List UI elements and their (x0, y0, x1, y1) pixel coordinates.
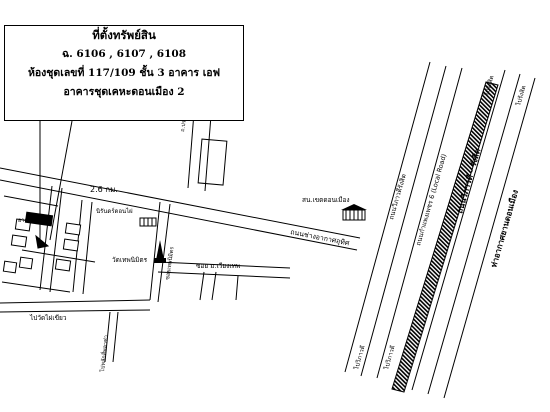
lower-roads (0, 201, 291, 363)
police-station-label: สน.เขตดอนเมือง (302, 196, 350, 204)
bottom-road-label: ไปวัดไผ่เขียว (29, 314, 67, 322)
vibhavadi-road (344, 61, 463, 379)
small-building-icon (139, 217, 157, 227)
temple-icon (154, 240, 166, 263)
highway-lanes (411, 69, 536, 399)
rail-label-1: ถนนวิภาวดีรังสิต (387, 173, 408, 221)
housing-area-roads (1, 185, 96, 295)
info-title: ที่ตั้งทรัพย์สิน (92, 28, 156, 42)
info-unit: ห้องชุดเลขที่ 117/109 ชั้น 3 อาคาร เอฟ (27, 67, 221, 79)
main-road (0, 167, 361, 251)
temple-soi-label: ซอยเทพนิมิตร (164, 246, 176, 280)
housing-blocks (2, 211, 82, 274)
distance-label: 2.6 กม. (90, 185, 118, 194)
railway-tracks (391, 81, 499, 393)
airport-label: ท่าอากาศยานดอนเมือง (488, 189, 520, 269)
bottom-soi-label: ไปหลักสี่พลาซ่า (98, 335, 110, 373)
property-info-box: ที่ตั้งทรัพย์สิน ฉ. 6106 , 6107 , 6108 ห… (4, 25, 244, 121)
main-road-label: ถนนช่างอากาศอุทิศ (290, 228, 351, 247)
info-building: อาคารชุดเคหะดอนเมือง 2 (63, 86, 185, 98)
to-city-left-label: ไปวิภาวดี (352, 344, 367, 371)
school-soi-label: ซอย ม.เวียงเทพ (196, 262, 240, 270)
police-station-icon (341, 204, 367, 221)
small-building-label: นิรันดร์ดอนไผ่ (96, 207, 133, 215)
to-city-right-label: ไปวิภาวดี (382, 344, 397, 371)
block-label: อาคาร (18, 218, 34, 224)
info-deed-numbers: ฉ. 6106 , 6107 , 6108 (61, 48, 187, 60)
temple-label: วัดเทพนิมิตร (112, 256, 148, 264)
